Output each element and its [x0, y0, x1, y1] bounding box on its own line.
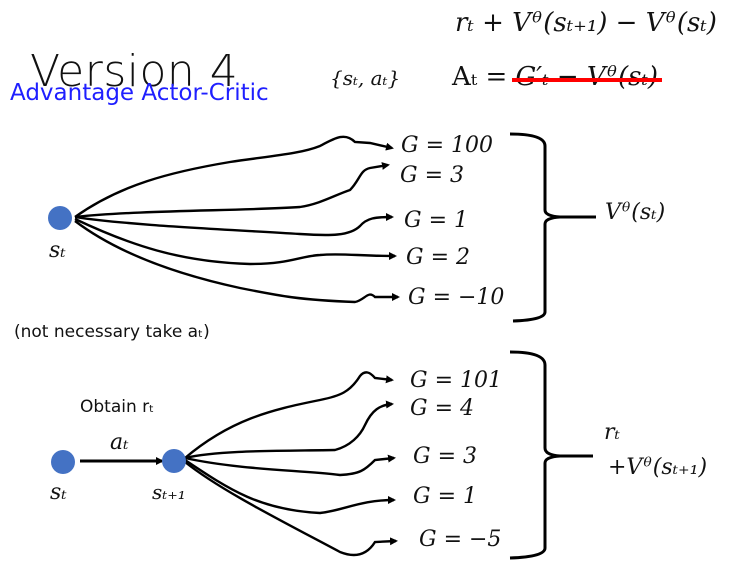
trajectory-bottom-3 [184, 454, 396, 477]
top-return-3: G = 1 [404, 208, 468, 233]
trajectory-bottom-1 [184, 371, 394, 459]
bottom-return-3: G = 3 [413, 444, 477, 469]
bottom-brace [509, 350, 593, 560]
struck-out-term: G′ₜ − Vᶿ(sₜ) [511, 62, 662, 92]
top-start-node [48, 206, 72, 230]
bottom-start-label: sₜ [50, 480, 67, 505]
trajectory-bottom-4 [184, 459, 396, 515]
top-return-1: G = 100 [401, 133, 493, 158]
trajectory-bottom-5 [184, 461, 398, 557]
action-label: aₜ [110, 430, 129, 455]
bottom-next-node [162, 449, 186, 473]
top-return-4: G = 2 [406, 245, 470, 270]
slide-subtitle: Advantage Actor-Critic [10, 80, 269, 106]
state-action-pair: {sₜ, aₜ} [330, 66, 401, 90]
advantage-lhs: Aₜ = [452, 62, 508, 92]
top-node-label: sₜ [49, 238, 66, 263]
bottom-return-1: G = 101 [410, 368, 502, 393]
trajectory-top-3 [74, 213, 394, 237]
trajectory-top-5 [74, 220, 400, 304]
bottom-return-4: G = 1 [413, 484, 477, 509]
bottom-bracket-label-line1: rₜ [604, 420, 620, 445]
top-trajectories [74, 135, 400, 304]
bottom-next-label: sₜ₊₁ [152, 480, 186, 504]
trajectory-bottom-2 [184, 400, 394, 460]
top-bracket-label: Vᶿ(sₜ) [605, 200, 666, 225]
bottom-start-node [51, 450, 75, 474]
top-brace [509, 132, 596, 323]
bottom-bracket-label-line2: +Vᶿ(sₜ₊₁) [608, 455, 708, 480]
bottom-return-5: G = −5 [419, 527, 502, 552]
top-tree-note: (not necessary take aₜ) [14, 322, 210, 342]
slide-title: Version 4 [30, 46, 239, 97]
top-return-5: G = −10 [408, 285, 505, 310]
trajectory-top-4 [74, 217, 397, 266]
bottom-return-2: G = 4 [410, 396, 474, 421]
td-advantage-formula: rₜ + Vᶿ(sₜ₊₁) − Vᶿ(sₜ) [455, 8, 717, 38]
trajectory-top-2 [74, 162, 390, 219]
advantage-formula: Aₜ = G′ₜ − Vᶿ(sₜ) [452, 62, 662, 92]
trajectory-top-1 [74, 135, 394, 218]
reward-note: Obtain rₜ [80, 397, 155, 417]
bottom-trajectories [184, 371, 398, 557]
top-return-2: G = 3 [400, 163, 464, 188]
